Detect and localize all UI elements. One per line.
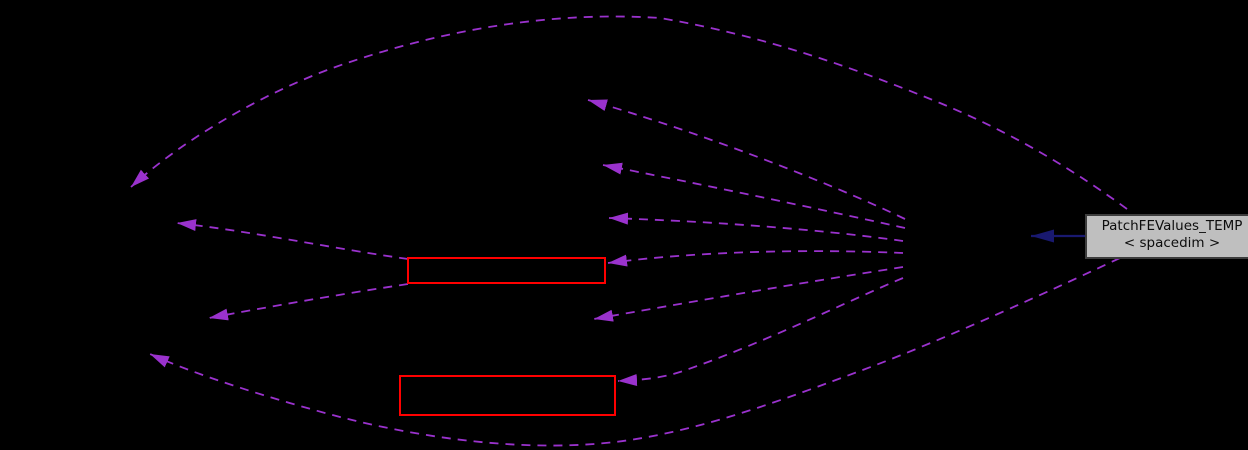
usage-edge-fan-1 xyxy=(587,99,906,220)
current-class-label-line2: < spacedim > xyxy=(1123,235,1221,251)
node-box-red-1[interactable] xyxy=(407,257,606,284)
usage-edge-fan-5 xyxy=(593,266,904,322)
usage-edge-fan-6 xyxy=(617,277,904,387)
usage-edge-fan-4 xyxy=(607,250,904,267)
current-class-label-line1: PatchFEValues_TEMP xyxy=(1101,218,1243,234)
usage-edge-bottom-arc xyxy=(149,257,1121,447)
usage-edge-fan-3 xyxy=(608,212,904,242)
usage-edge-top-arc xyxy=(130,15,1128,210)
usage-edge-redbox1-a xyxy=(176,219,409,260)
node-box-red-2[interactable] xyxy=(399,375,616,416)
usage-edge-fan-2 xyxy=(602,162,906,229)
node-current-class: PatchFEValues_TEMP < spacedim > xyxy=(1085,214,1248,259)
usage-edge-redbox1-b xyxy=(208,283,409,321)
